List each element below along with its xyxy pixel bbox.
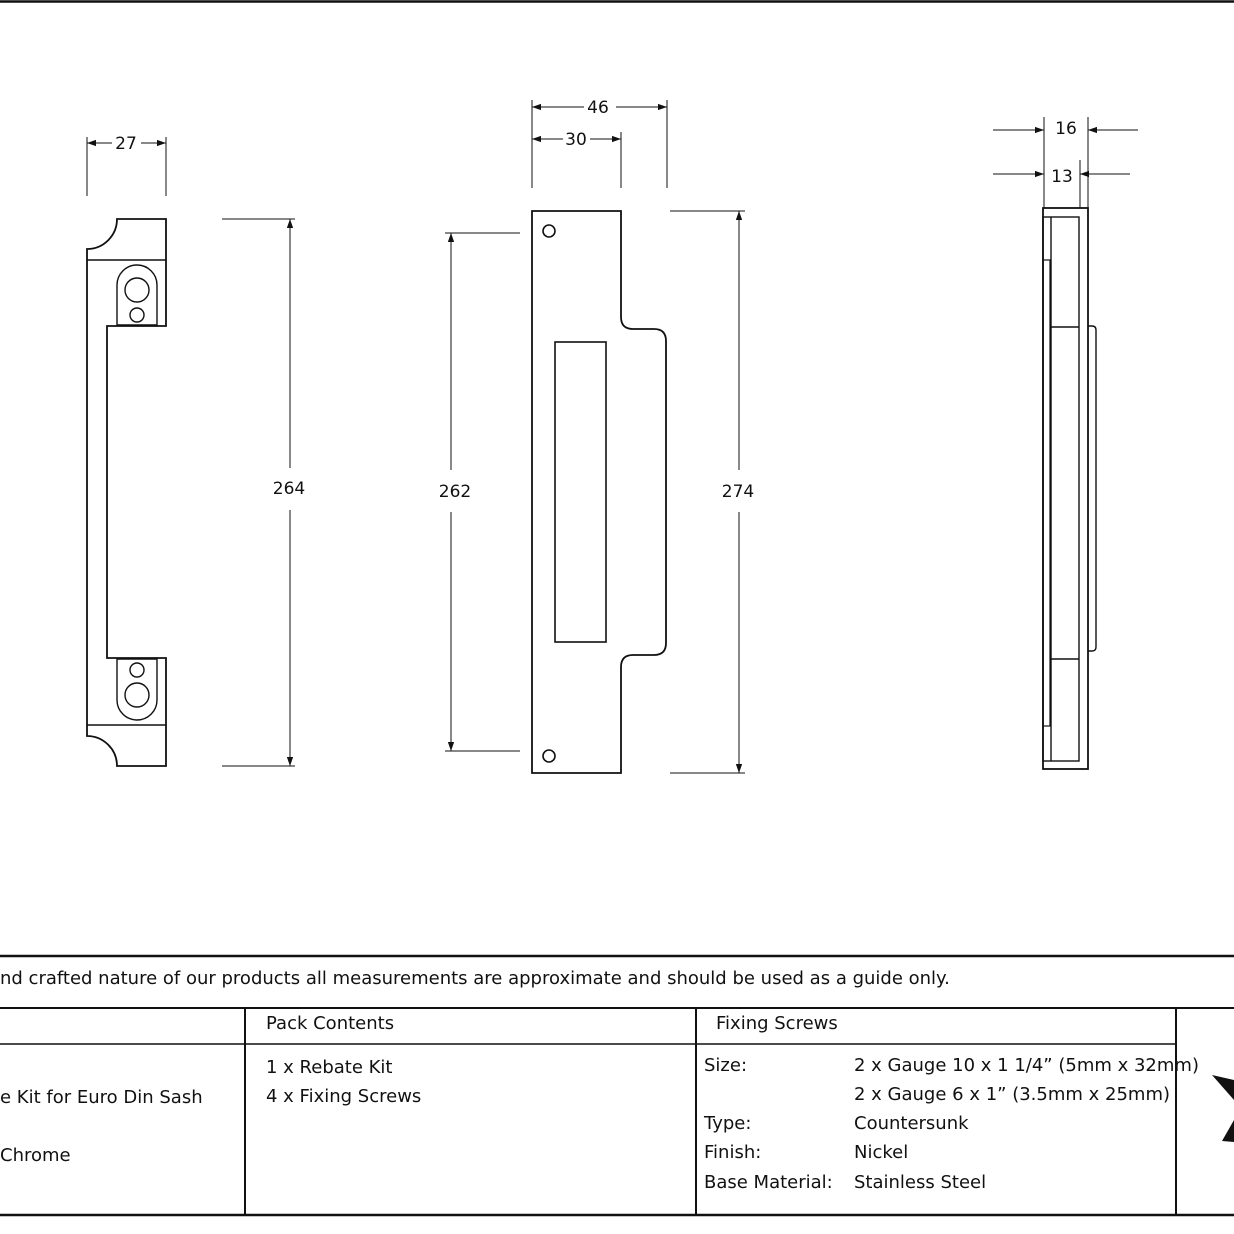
dim-left-width: 27 bbox=[115, 134, 137, 154]
dim-right-outer-depth: 16 bbox=[1055, 119, 1077, 139]
dim-right-inner-depth: 13 bbox=[1051, 167, 1073, 187]
dim-mid-height: 274 bbox=[722, 482, 754, 502]
dim-left-height: 264 bbox=[273, 479, 305, 499]
left-view: 27 264 bbox=[86, 134, 305, 767]
product-finish: Chrome bbox=[0, 1145, 71, 1166]
measurement-disclaimer: nd crafted nature of our products all me… bbox=[0, 968, 950, 989]
right-view: 16 13 bbox=[993, 117, 1138, 770]
screw-size-value: 2 x Gauge 10 x 1 1/4” (5mm x 32mm) bbox=[854, 1055, 1199, 1076]
screw-finish-value: Nickel bbox=[854, 1142, 909, 1163]
logo-fragment bbox=[1212, 1075, 1234, 1142]
pack-contents-header: Pack Contents bbox=[266, 1013, 395, 1034]
fixing-screws-header: Fixing Screws bbox=[716, 1013, 838, 1034]
screw-type-label: Type: bbox=[704, 1113, 752, 1134]
screw-size-label: Size: bbox=[704, 1055, 748, 1076]
product-name: e Kit for Euro Din Sash bbox=[0, 1087, 203, 1108]
screw-size-value: 2 x Gauge 6 x 1” (3.5mm x 25mm) bbox=[854, 1084, 1171, 1105]
dim-mid-inner-width: 30 bbox=[565, 130, 587, 150]
pack-item: 4 x Fixing Screws bbox=[266, 1086, 422, 1107]
screw-material-value: Stainless Steel bbox=[854, 1172, 987, 1193]
dim-mid-outer-width: 46 bbox=[587, 98, 609, 118]
dim-mid-hole-spacing: 262 bbox=[439, 482, 471, 502]
screw-material-label: Base Material: bbox=[704, 1172, 833, 1193]
middle-view: 46 30 262 274 bbox=[439, 98, 754, 774]
pack-item: 1 x Rebate Kit bbox=[266, 1057, 393, 1078]
screw-type-value: Countersunk bbox=[854, 1113, 969, 1134]
screw-finish-label: Finish: bbox=[704, 1142, 762, 1163]
